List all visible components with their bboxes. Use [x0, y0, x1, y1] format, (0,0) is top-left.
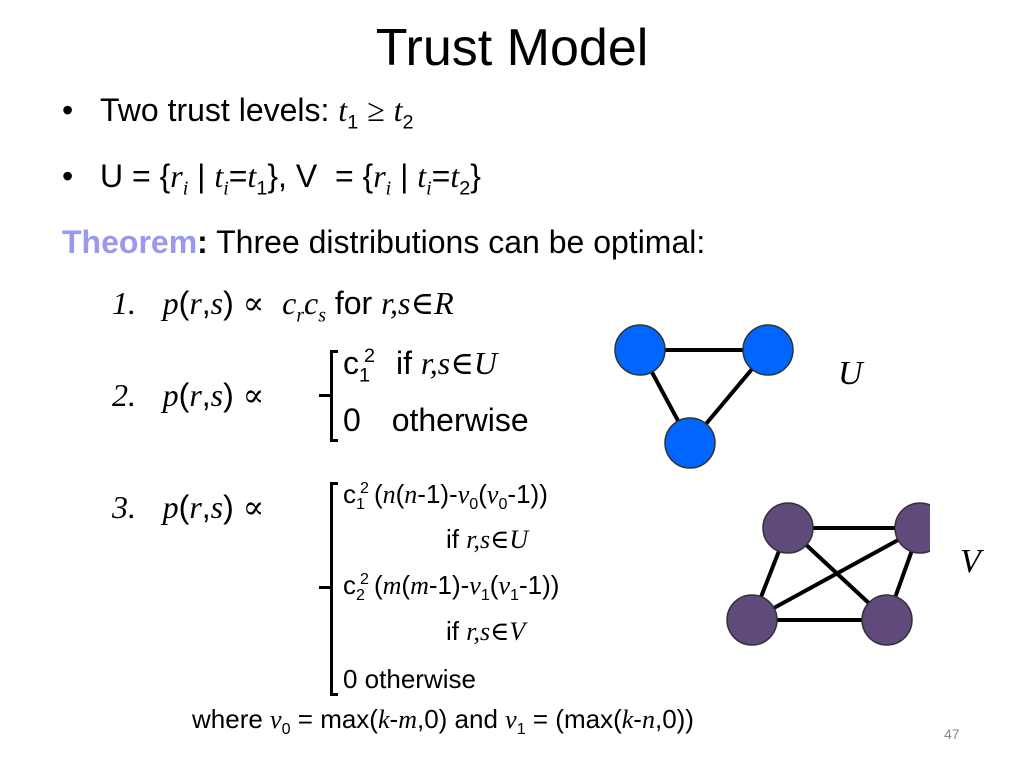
case-3-3: 0 otherwise — [343, 664, 476, 694]
node-u — [614, 324, 666, 376]
graph-u — [614, 324, 794, 469]
node-v — [726, 594, 778, 646]
case-3-1: c12(n(n-1)-v0(v0-1)) — [343, 479, 548, 514]
edge-v — [751, 526, 921, 622]
slide-title: Trust Model — [375, 19, 649, 77]
theorem-statement: Theorem: Three distributions can be opti… — [62, 224, 706, 260]
graph-v — [726, 502, 930, 646]
node-v — [894, 502, 930, 554]
theorem-text: Three distributions can be optimal: — [207, 224, 706, 260]
case-3-2-cond: if r,s∈V — [446, 616, 526, 646]
brace-2 — [319, 350, 338, 442]
page-number: 47 — [944, 726, 960, 742]
case-3-2: c22(m(m-1)-v1(v1-1)) — [343, 570, 560, 605]
bullet-sets: • U = {ri | ti=t1}, V = {ri | ti=t2} — [62, 158, 481, 200]
distribution-3-lhs: 3. p(r,s) ∝ — [112, 489, 265, 525]
node-v — [762, 502, 814, 554]
theorem-label: Theorem — [62, 224, 198, 260]
graph-u-label: U — [838, 355, 863, 392]
bullet-text: Two trust levels: — [100, 92, 339, 128]
brace-3 — [319, 482, 338, 696]
case-2-2: 0 otherwise — [343, 402, 529, 438]
where-definition: where v0 = max(k-m,0) and v1 = (max(k-n,… — [192, 704, 694, 739]
node-u — [742, 324, 794, 376]
bullet-dot: • — [62, 92, 74, 128]
bullet-trust-levels: • Two trust levels: t1 ≥ t2 — [62, 92, 414, 134]
bullet-dot: • — [62, 158, 74, 194]
node-v — [861, 594, 913, 646]
case-2-1: c12 if r,s∈U — [343, 345, 497, 387]
case-3-1-cond: if r,s∈U — [446, 524, 529, 554]
distribution-1: 1. p(r,s) ∝ crcs for r,s∈R — [112, 285, 454, 327]
graph-v-label: V — [960, 543, 981, 580]
node-u — [664, 417, 716, 469]
distribution-2-lhs: 2. p(r,s) ∝ — [112, 377, 265, 413]
